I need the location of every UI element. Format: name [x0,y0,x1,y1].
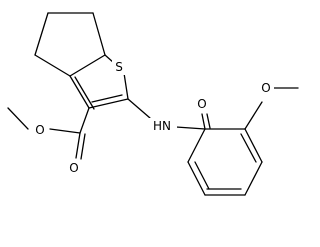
atom-amine: HN [147,118,177,134]
svg-text:O: O [197,97,206,111]
bond [34,12,49,56]
bond [127,98,151,119]
bond [74,76,95,110]
bond [201,113,206,130]
bond [244,128,263,163]
svg-text:O: O [35,123,44,137]
bond [123,72,129,100]
svg-text:O: O [261,81,270,95]
bond [175,126,206,130]
bond [244,161,263,196]
bond [75,132,81,159]
bond [79,107,90,134]
bond [69,75,90,109]
bond [91,94,123,103]
bond [206,113,211,129]
bond [34,54,71,77]
atom-oxygen-ester: O [32,121,47,137]
bond [240,133,257,163]
atom-oxygen-methoxy: O [258,80,274,96]
bond [49,128,81,134]
bond [88,98,129,109]
atom-sulfur: S [112,58,125,75]
bond [80,133,86,160]
bond [187,161,206,196]
bond [69,54,106,77]
svg-text:S: S [115,60,123,74]
svg-text:O: O [69,161,78,175]
atom-oxygen-amide: O [194,96,210,112]
bond [194,161,210,190]
svg-text:HN: HN [153,119,171,133]
bond [92,12,106,56]
bond [7,107,29,130]
atom-oxygen-carbonyl: O [66,160,82,176]
molecule-structure: S O O HN O O [7,12,299,196]
bond [244,101,263,130]
bond [187,128,206,163]
